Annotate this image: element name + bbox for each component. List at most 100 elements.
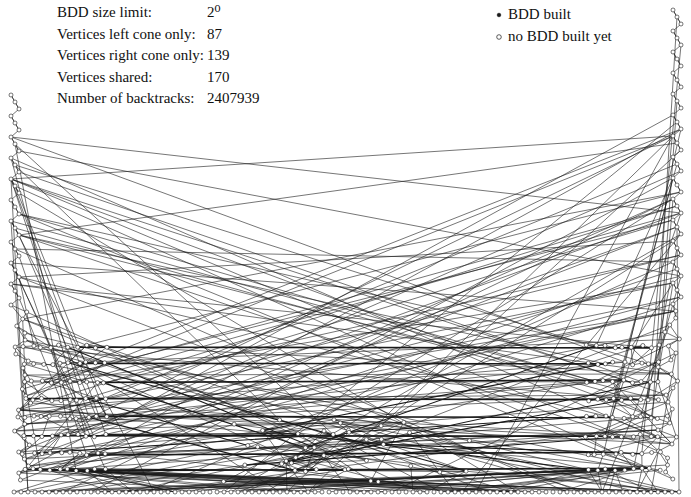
graph-edge — [11, 179, 660, 452]
graph-vertex — [594, 434, 598, 438]
graph-vertex — [201, 490, 205, 494]
graph-vertex — [306, 490, 310, 494]
graph-vertex — [675, 183, 679, 187]
graph-edge — [11, 221, 595, 381]
graph-edge — [31, 403, 652, 437]
graph-vertex — [32, 344, 36, 348]
graph-vertex — [631, 452, 635, 456]
stat-value: 139 — [206, 47, 231, 64]
graph-edge — [381, 150, 681, 426]
graph-edge — [25, 469, 679, 492]
graph-edge — [23, 319, 466, 471]
graph-vertex — [85, 343, 89, 347]
graph-edge — [642, 45, 681, 454]
graph-vertex — [138, 490, 142, 494]
graph-edge — [19, 363, 589, 410]
graph-vertex — [103, 467, 107, 471]
graph-vertex — [9, 303, 13, 307]
graph-vertex — [23, 331, 27, 335]
graph-vertex — [21, 317, 25, 321]
graph-vertex — [42, 362, 46, 366]
graph-vertex — [650, 450, 654, 454]
graph-vertex — [670, 407, 674, 411]
stat-value: 2⁰ — [206, 4, 222, 21]
graph-vertex — [665, 414, 669, 418]
graph-vertex — [631, 415, 635, 419]
stat-name: Vertices left cone only: — [56, 26, 197, 43]
graph-vertex — [9, 93, 13, 97]
graph-vertex — [668, 323, 672, 327]
graph-edge — [605, 469, 651, 492]
graph-vertex — [173, 490, 177, 494]
graph-vertex — [85, 469, 89, 473]
graph-vertex — [54, 490, 58, 494]
graph-vertex — [232, 422, 236, 426]
graph-vertex — [66, 361, 70, 365]
graph-vertex — [402, 420, 406, 424]
graph-edge — [673, 199, 681, 213]
graph-vertex — [96, 381, 100, 385]
graph-vertex — [390, 490, 394, 494]
graph-vertex — [679, 232, 683, 236]
graph-vertex — [13, 268, 17, 272]
graph-vertex — [15, 324, 19, 328]
graph-vertex — [47, 414, 51, 418]
graph-vertex — [256, 445, 260, 449]
graph-edge — [19, 402, 668, 452]
graph-edge — [637, 468, 642, 492]
graph-edge — [642, 468, 658, 492]
graph-vertex — [641, 343, 645, 347]
graph-vertex — [404, 490, 408, 494]
graph-vertex — [22, 434, 26, 438]
graph-edge — [673, 157, 681, 171]
graph-vertex — [656, 435, 660, 439]
graph-vertex — [17, 254, 21, 258]
graph-edge — [585, 402, 668, 437]
graph-vertex — [425, 490, 429, 494]
graph-vertex — [257, 490, 261, 494]
graph-edge — [15, 400, 77, 431]
graph-vertex — [49, 381, 53, 385]
graph-vertex — [84, 434, 88, 438]
graph-vertex — [639, 415, 643, 419]
graph-vertex — [657, 360, 661, 364]
graph-vertex — [21, 345, 25, 349]
graph-vertex — [13, 142, 17, 146]
graph-edge — [651, 17, 677, 437]
graph-vertex — [679, 169, 683, 173]
graph-vertex — [551, 490, 555, 494]
graph-vertex — [105, 415, 109, 419]
graph-vertex — [600, 490, 604, 494]
graph-vertex — [264, 490, 268, 494]
graph-vertex — [628, 490, 632, 494]
graph-vertex — [584, 414, 588, 418]
graph-vertex — [9, 135, 13, 139]
graph-vertex — [13, 163, 17, 167]
graph-vertex — [364, 459, 368, 463]
graph-edge — [19, 235, 96, 416]
graph-vertex — [103, 452, 107, 456]
graph-vertex — [76, 432, 80, 436]
graph-edge — [22, 389, 30, 403]
graph-vertex — [649, 416, 653, 420]
graph-vertex — [369, 490, 373, 494]
graph-vertex — [656, 365, 660, 369]
graph-vertex — [84, 397, 88, 401]
graph-edge — [614, 164, 677, 398]
graph-vertex — [17, 471, 21, 475]
graph-vertex — [49, 346, 53, 350]
graph-vertex — [89, 490, 93, 494]
graph-vertex — [603, 467, 607, 471]
graph-edge — [19, 143, 677, 235]
graph-edge — [631, 283, 673, 347]
graph-vertex — [612, 396, 616, 400]
graph-vertex — [669, 358, 673, 362]
graph-vertex — [131, 490, 135, 494]
graph-vertex — [474, 490, 478, 494]
graph-edge — [14, 470, 588, 492]
graph-vertex — [296, 432, 300, 436]
graph-vertex — [623, 468, 627, 472]
graph-vertex — [679, 64, 683, 68]
graph-vertex — [314, 468, 318, 472]
graph-vertex — [671, 71, 675, 75]
